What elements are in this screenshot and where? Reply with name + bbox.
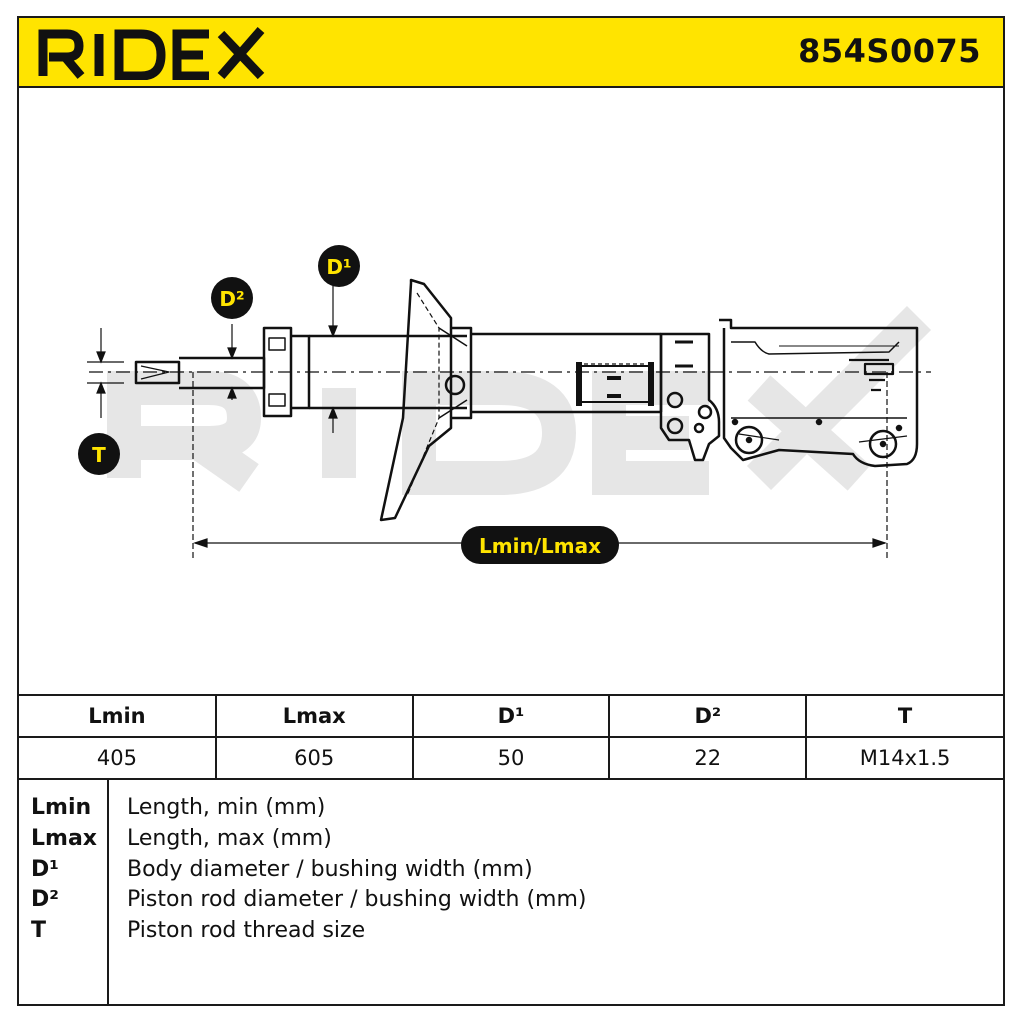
spec-header-d2: D²	[608, 694, 808, 738]
length-label: Lmin/Lmax	[479, 534, 601, 558]
d2-badge: D²	[211, 277, 253, 319]
legend: Lmin Length, min (mm) Lmax Length, max (…	[19, 779, 1003, 1004]
spec-value-lmin: 405	[19, 736, 217, 780]
legend-desc: Piston rod thread size	[127, 918, 366, 943]
spec-value-t: M14x1.5	[805, 736, 1003, 780]
spec-value-d1: 50	[411, 736, 611, 780]
length-badge: Lmin/Lmax	[461, 526, 619, 564]
spec-header-lmax: Lmax	[214, 694, 414, 738]
legend-item: D¹ Body diameter / bushing width (mm)	[19, 857, 1003, 887]
legend-desc: Body diameter / bushing width (mm)	[127, 857, 533, 882]
spec-header-lmin: Lmin	[19, 694, 217, 738]
d2-label: D²	[219, 287, 244, 311]
t-label: T	[92, 443, 106, 467]
watermark-logo	[107, 305, 932, 495]
legend-item: Lmin Length, min (mm)	[19, 795, 1003, 825]
spec-value-lmax: 605	[214, 736, 414, 780]
legend-desc: Length, min (mm)	[127, 795, 326, 820]
part-number: 854S0075	[798, 32, 981, 70]
spec-table: Lmin Lmax D¹ D² T 405 605 50 22 M14x1.5	[19, 694, 1003, 780]
technical-drawing: D¹ D² T Lmin/Lmax	[19, 88, 1003, 694]
legend-desc: Length, max (mm)	[127, 826, 332, 851]
d1-badge: D¹	[318, 245, 360, 287]
ridex-logo	[38, 27, 265, 80]
t-badge: T	[78, 433, 120, 475]
d1-label: D¹	[326, 255, 351, 279]
legend-desc: Piston rod diameter / bushing width (mm)	[127, 887, 587, 912]
legend-item: T Piston rod thread size	[19, 918, 1003, 948]
shock-absorber-drawing: D¹ D² T Lmin/Lmax	[78, 245, 932, 564]
spec-value-row: 405 605 50 22 M14x1.5	[19, 736, 1003, 780]
legend-key: T	[31, 918, 47, 943]
spec-value-d2: 22	[608, 736, 808, 780]
legend-key: Lmax	[31, 826, 97, 851]
spec-header-row: Lmin Lmax D¹ D² T	[19, 694, 1003, 738]
legend-key: D¹	[31, 857, 59, 882]
dimension-lines	[87, 280, 888, 560]
legend-key: Lmin	[31, 795, 92, 820]
shock-absorber-outline	[89, 278, 931, 522]
spec-header-t: T	[805, 694, 1003, 738]
legend-item: Lmax Length, max (mm)	[19, 826, 1003, 856]
header-bar: 854S0075	[19, 18, 1003, 88]
datasheet-frame: 854S0075	[17, 16, 1005, 1006]
legend-divider	[107, 779, 109, 1004]
legend-key: D²	[31, 887, 59, 912]
legend-item: D² Piston rod diameter / bushing width (…	[19, 887, 1003, 917]
spec-header-d1: D¹	[411, 694, 611, 738]
